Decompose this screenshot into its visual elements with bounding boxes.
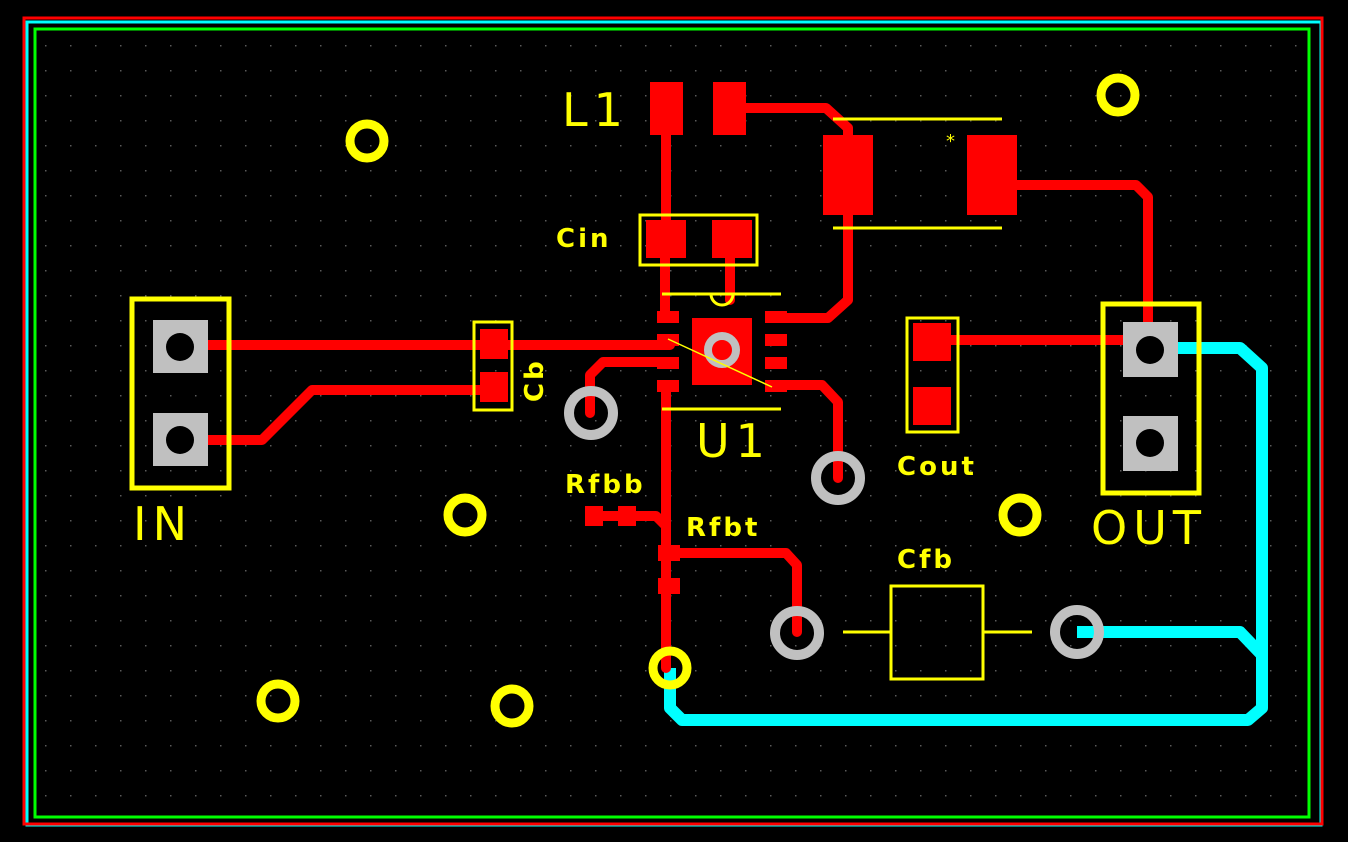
bottom-copper-traces xyxy=(664,342,1268,726)
label-rfbb: Rfbb xyxy=(565,470,646,500)
in-connector-outline xyxy=(129,296,232,491)
label-out: OUT xyxy=(1091,501,1207,555)
label-cin: Cin xyxy=(556,224,612,254)
silkscreen-labels: L1 Cin Cb U1 IN OUT Cout Rfbb Rfbt Cfb * xyxy=(133,83,1207,575)
label-rfbt: Rfbt xyxy=(686,513,760,543)
label-u1: U1 xyxy=(696,414,771,468)
label-l1: L1 xyxy=(562,83,629,137)
yellow-vias xyxy=(256,73,1140,728)
label-cfb: Cfb xyxy=(897,545,955,575)
pin1-marker: * xyxy=(946,131,955,152)
cin-pad-1 xyxy=(646,220,686,258)
cb-pad-2 xyxy=(480,372,508,402)
rfbb-pad-2 xyxy=(618,506,636,526)
board-outline xyxy=(22,16,1324,827)
out-connector-outline xyxy=(1100,301,1202,496)
label-cout: Cout xyxy=(897,452,977,482)
top-copper-pads xyxy=(480,82,1017,594)
cin-pad-2 xyxy=(712,220,752,258)
cb-outline xyxy=(472,320,514,412)
rfbb-pad-1 xyxy=(585,506,603,526)
cout-pad-2 xyxy=(913,387,951,425)
grid-dots xyxy=(45,45,1297,797)
cin-outline xyxy=(638,213,759,267)
rfbt-pad-2 xyxy=(658,578,680,594)
cb-pad-1 xyxy=(480,329,508,359)
rfbt-pad-1 xyxy=(658,545,680,561)
l1-pad-1 xyxy=(650,82,683,135)
top-copper-traces xyxy=(175,103,1155,673)
cout-pad-1 xyxy=(913,323,951,361)
label-in: IN xyxy=(133,497,193,551)
cfb-outline xyxy=(889,584,985,681)
gray-vias xyxy=(564,386,1104,660)
cout-big-pad-2 xyxy=(967,135,1017,215)
l1-pad-2 xyxy=(713,82,746,135)
u1-thermal-pad xyxy=(692,318,752,385)
cout-outline xyxy=(905,316,960,434)
silkscreen-outlines xyxy=(129,117,1202,681)
cout-big-pad-1 xyxy=(823,135,873,215)
through-hole-pads xyxy=(153,320,1178,471)
label-cb: Cb xyxy=(520,358,550,402)
